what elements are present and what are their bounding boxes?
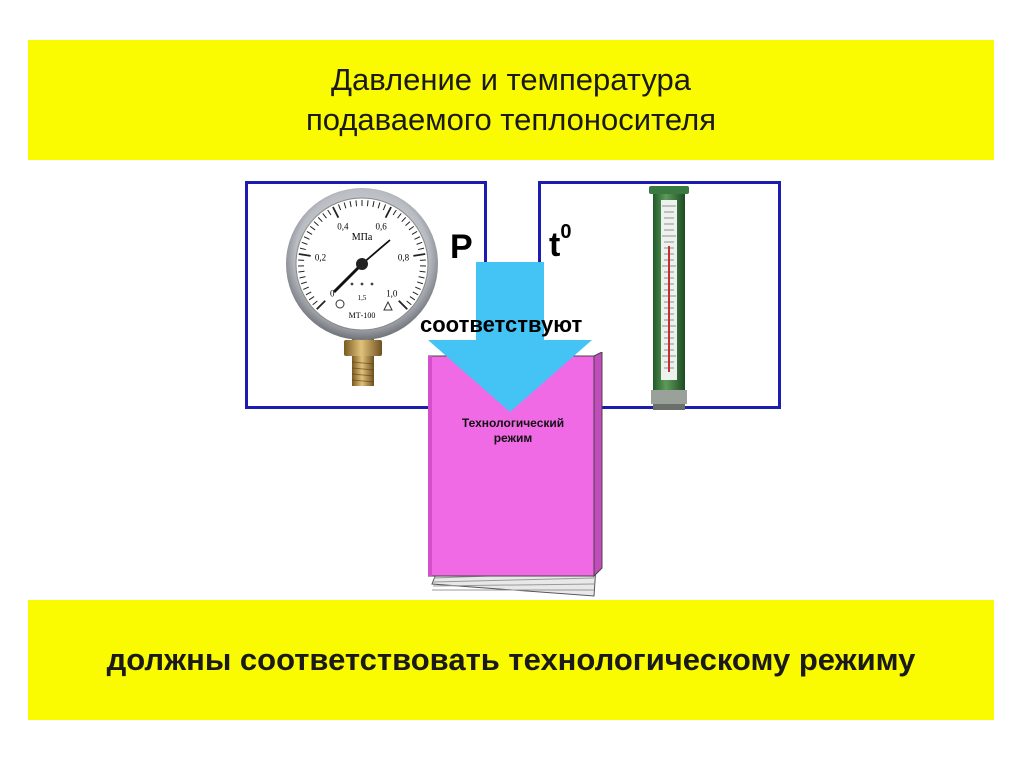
gauge-scale-label: 0 bbox=[330, 289, 335, 299]
gauge-scale-label: 0,6 bbox=[375, 222, 387, 232]
thermometer-icon bbox=[649, 186, 689, 410]
conclusion-banner: должны соответствовать технологическому … bbox=[28, 600, 994, 720]
gauge-accuracy-label: 1,5 bbox=[358, 294, 367, 302]
book-title: Технологический режим bbox=[434, 416, 592, 446]
gauge-scale-label: 0,2 bbox=[315, 252, 326, 262]
gauge-unit-label: МПа bbox=[352, 232, 373, 243]
gauge-scale-label: 0,8 bbox=[398, 252, 410, 262]
title-banner: Давление и температура подаваемого тепло… bbox=[28, 40, 994, 160]
down-arrow-icon bbox=[428, 262, 592, 412]
match-label: соответствуют bbox=[420, 312, 583, 337]
slide-title: Давление и температура подаваемого тепло… bbox=[306, 60, 716, 140]
book-title-line-2: режим bbox=[493, 431, 533, 445]
gauge-scale-label: 0,4 bbox=[337, 222, 349, 232]
title-line-2: подаваемого теплоносителя bbox=[306, 102, 716, 137]
gauge-model-label: МТ-100 bbox=[349, 311, 376, 320]
pressure-symbol: P bbox=[450, 228, 473, 266]
temperature-letter: t bbox=[549, 226, 561, 264]
book-title-line-1: Технологический bbox=[461, 416, 565, 430]
conclusion-text: должны соответствовать технологическому … bbox=[106, 642, 916, 677]
temperature-symbol: t0 bbox=[549, 222, 571, 264]
gauge-scale-label: 1,0 bbox=[386, 289, 398, 299]
pressure-gauge-icon: МПа 0 0,2 0,4 0,6 0,8 1,0 1,5 МТ-100 bbox=[286, 188, 438, 386]
temperature-superscript: 0 bbox=[560, 221, 572, 243]
title-line-1: Давление и температура bbox=[331, 62, 691, 97]
